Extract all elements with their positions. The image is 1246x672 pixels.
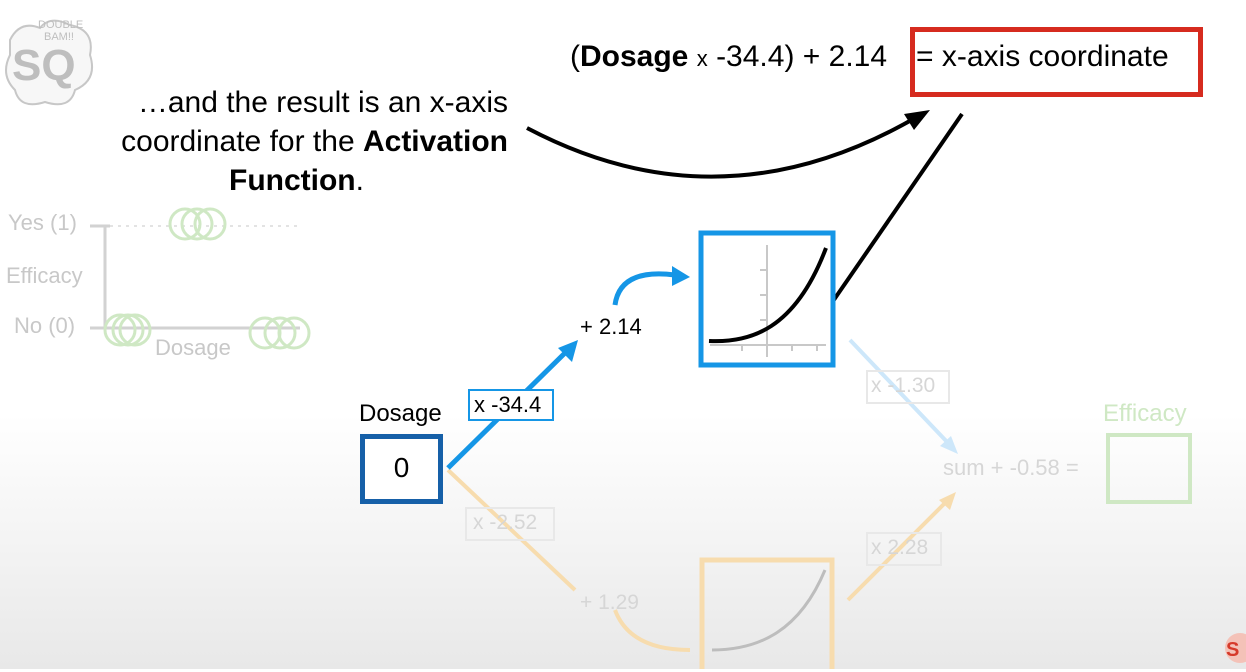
equation-dosage: Dosage bbox=[580, 40, 689, 73]
equation-result: = x-axis coordinate bbox=[916, 40, 1169, 73]
caption-to-equation-arrow bbox=[526, 116, 916, 179]
equation-times: x bbox=[696, 46, 708, 71]
input-title: Dosage bbox=[359, 400, 442, 427]
svg-text:S: S bbox=[1226, 639, 1239, 661]
output-box bbox=[1106, 433, 1192, 504]
caption-function: Function bbox=[229, 164, 356, 197]
corner-logo-icon: S bbox=[1225, 633, 1246, 663]
bottom-to-sum-arrowhead bbox=[939, 492, 956, 510]
caption-line-2-text: coordinate for the bbox=[121, 125, 355, 158]
caption-activation: Activation bbox=[362, 125, 508, 158]
top-bias-label: + 2.14 bbox=[580, 314, 642, 339]
svg-text:BAM!!: BAM!! bbox=[44, 31, 74, 43]
top-weight-box bbox=[468, 389, 554, 421]
plot-dosage-label: Dosage bbox=[155, 335, 231, 360]
activation-curve bbox=[708, 247, 828, 344]
svg-text:DOUBLE: DOUBLE bbox=[38, 19, 83, 31]
top-output-weight-label: x -1.30 bbox=[871, 374, 936, 397]
bottom-activation-box bbox=[699, 557, 835, 669]
caption-arrowhead bbox=[904, 110, 930, 130]
bottom-bias-arrow bbox=[613, 609, 691, 652]
plot-no-label: No (0) bbox=[14, 313, 76, 338]
bottom-weight-box bbox=[465, 507, 555, 541]
bottom-output-weight-label: x 2.28 bbox=[871, 536, 929, 559]
top-to-sum-arrow bbox=[848, 338, 952, 447]
plot-yes-label: Yes (1) bbox=[8, 210, 77, 235]
svg-text:SQ: SQ bbox=[12, 41, 76, 90]
bias-arrowhead bbox=[672, 266, 690, 286]
top-output-weight-box bbox=[866, 370, 950, 404]
bottom-to-sum-arrow bbox=[846, 498, 950, 602]
input-arrowhead bbox=[558, 340, 578, 362]
equation-to-plot-arrow bbox=[818, 112, 964, 322]
input-to-bottom-arrow bbox=[446, 468, 577, 592]
bottom-weight-label: x -2.52 bbox=[473, 511, 538, 534]
bias-to-activation-arrow bbox=[612, 271, 676, 306]
efficacy-output-label: Efficacy bbox=[1103, 400, 1187, 427]
top-weight-label: x -34.4 bbox=[474, 392, 542, 417]
caption-period: . bbox=[355, 164, 364, 197]
sum-label: sum + -0.58 = bbox=[943, 455, 1079, 480]
caption-line-1: …and the result is an x-axis bbox=[137, 86, 508, 119]
equation-bias: + 2.14 bbox=[802, 40, 888, 73]
equation-open-paren: ( bbox=[570, 40, 580, 73]
activation-axes bbox=[710, 245, 826, 357]
plot-efficacy-label: Efficacy bbox=[6, 263, 83, 288]
bottom-bias-label: + 1.29 bbox=[580, 591, 639, 614]
equation: (Dosage x -34.4) + 2.14 bbox=[570, 40, 887, 74]
bottom-output-weight-box bbox=[866, 532, 942, 566]
plot-data-points bbox=[103, 207, 311, 350]
statquest-logo-icon: SQ DOUBLE BAM!! bbox=[5, 19, 94, 106]
caption-line-3: Function. bbox=[229, 164, 364, 198]
equation-result-box bbox=[910, 27, 1203, 97]
input-box bbox=[360, 434, 443, 504]
input-value: 0 bbox=[393, 452, 410, 483]
caption-line-2: coordinate for the Activation bbox=[60, 125, 508, 159]
bottom-activation-curve bbox=[711, 569, 827, 652]
top-to-sum-arrowhead bbox=[940, 436, 958, 454]
equation-weight: -34.4) bbox=[716, 40, 795, 73]
